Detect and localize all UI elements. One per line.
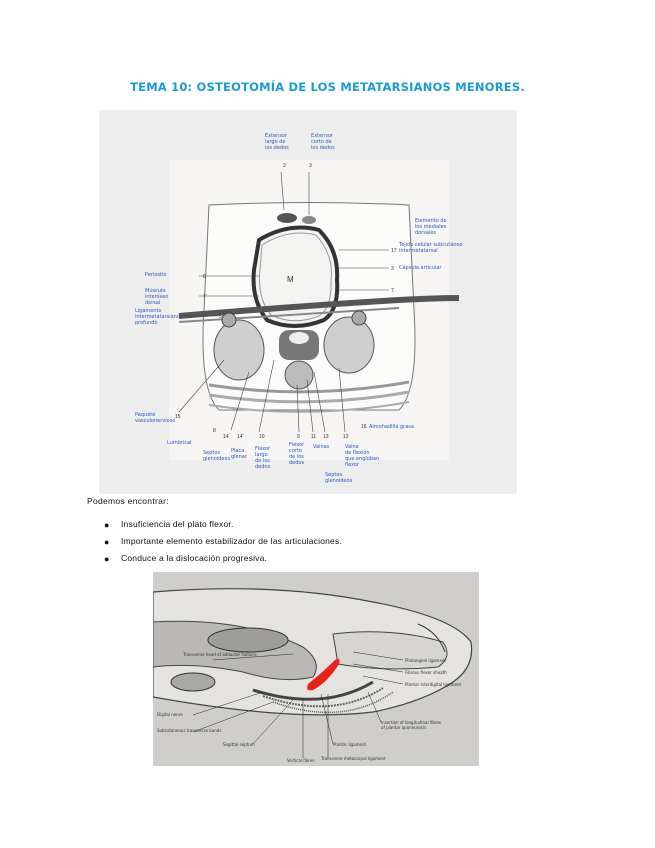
label-adductor: Transverse head of adductor hallucis	[183, 652, 257, 657]
figure-number: 14'	[237, 434, 244, 440]
annotation-vaina-flexion: Vaina de flexión que engloban flexor	[345, 444, 379, 468]
annotation-flexor-largo: Flexor largo de los dedos	[255, 446, 270, 470]
annotation-interoseo: Músculo interóseo dorsal	[145, 288, 168, 306]
figure-number: 3	[309, 163, 312, 169]
figure-number: 12	[343, 434, 349, 440]
sagittal-figure: Transverse head of adductor hallucis Dig…	[153, 572, 479, 766]
annotation-periostio: Periostio	[145, 272, 166, 278]
label-transverse-metacarpal: Transverse metacarpal ligament	[321, 756, 386, 761]
figure-number: 14	[223, 434, 229, 440]
figure-number: 17	[391, 248, 397, 254]
figure-number: 15	[175, 414, 181, 420]
list-item: ● Insuficiencia del plato flexor.	[104, 519, 342, 536]
annotation-ligamento: Ligamento intermetatarsiano profundo	[135, 308, 180, 326]
annotation-paquete: Paquete vasculonervioso	[135, 412, 175, 424]
bullet-list: ● Insuficiencia del plato flexor. ● Import…	[104, 519, 342, 570]
annotation-septos-1: Septos glenoideos	[203, 450, 230, 462]
figure-number: 9	[297, 434, 300, 440]
figure-number: 11	[311, 434, 316, 440]
list-item: ● Conduce a la dislocación progresiva.	[104, 553, 342, 570]
list-item-text: Insuficiencia del plato flexor.	[121, 519, 234, 529]
page-title: TEMA 10: OSTEOTOMÍA DE LOS METATARSIANOS…	[0, 80, 655, 94]
bullet-icon: ●	[104, 554, 110, 564]
bullet-icon: ●	[104, 520, 110, 530]
annotation-tejido-celular: Tejido celular subcutáneo intermetatarsa…	[399, 242, 463, 254]
annotation-capsula: Cápsula articular	[399, 265, 441, 271]
figure-number: 7	[391, 288, 394, 294]
label-longitudinal-fibres: Insertion of longitudinal fibres of plan…	[381, 720, 441, 730]
annotation-extensor-corto: Extensor corto de los dedos	[311, 133, 335, 151]
annotation-septos-2: Septos glenoideos	[325, 472, 352, 484]
annotation-almohadilla: Almohadilla grasa	[369, 424, 414, 430]
list-item-text: Importante elemento estabilizador de las…	[121, 536, 342, 546]
intro-text: Podemos encontrar:	[87, 496, 169, 506]
metatarsal-label: M	[287, 275, 294, 284]
figure-number: 13	[323, 434, 329, 440]
figure-number: 2	[283, 163, 286, 169]
figure-number: 7'	[203, 294, 207, 300]
label-digital-nerve: Digital nerve	[157, 712, 183, 717]
figure-number: 16	[361, 424, 367, 430]
bullet-icon: ●	[104, 537, 110, 547]
annotation-extensor-largo: Extensor largo de los dedos	[265, 133, 289, 151]
figure-number: 3	[391, 266, 394, 272]
label-phalangeal-ligament: Phalangeal ligament	[405, 658, 446, 663]
label-plantar-ligament: Plantar ligament	[333, 742, 366, 747]
cross-section-figure: 2 3 17 3 7 6 7' 5 15 14 14' 10 9 11 13 1…	[99, 110, 517, 494]
annotation-placa: Placa glenar	[231, 448, 247, 460]
annotation-mediales-dorsales: Elemento de los mediales dorsales	[415, 218, 447, 236]
label-vertical-fibres: Vertical fibres	[287, 758, 314, 763]
label-sagittal-septum: Sagittal septum	[223, 742, 255, 747]
annotation-flexor-corto: Flexor corto de los dedos	[289, 442, 304, 466]
annotation-vainas: Vainas	[313, 444, 329, 450]
list-item: ● Importante elemento estabilizador de la…	[104, 536, 342, 553]
figure-number: 10	[259, 434, 265, 440]
figure-number: 6	[203, 274, 206, 280]
label-interdigital-ligament: Plantar interdigital ligament	[405, 682, 461, 687]
label-subcutaneous-bands: Subcutaneous transverse bands	[157, 728, 221, 733]
annotation-lumbrical: Lumbrical	[167, 440, 192, 446]
figure-number: 8	[213, 428, 216, 434]
list-item-text: Conduce a la dislocación progresiva.	[121, 553, 267, 563]
figure-number: 5	[219, 314, 222, 320]
sagittal-drawing	[153, 572, 479, 766]
label-fibrous-sheath: Fibrous flexor sheath	[405, 670, 447, 675]
